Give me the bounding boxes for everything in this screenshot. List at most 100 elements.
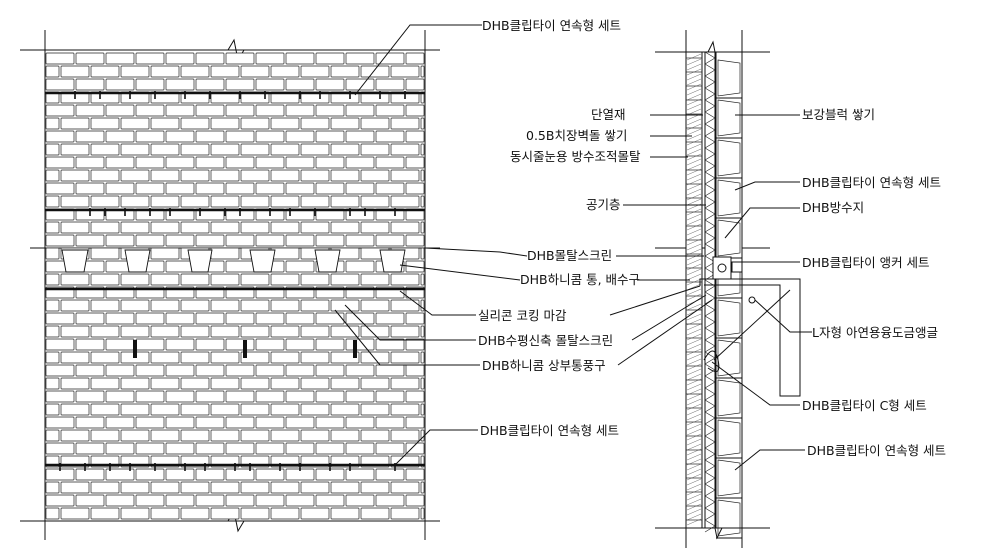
brick: [150, 325, 180, 338]
block-cell: [717, 499, 741, 537]
brick: [330, 481, 360, 494]
brick: [285, 234, 315, 247]
brick: [120, 169, 150, 182]
brick-hatch-line: [686, 323, 702, 331]
brick: [45, 312, 75, 325]
brick: [75, 364, 105, 377]
brick: [60, 507, 90, 520]
brick: [135, 364, 165, 377]
brick-hatch-line: [686, 383, 702, 391]
brick: [360, 143, 390, 156]
brick: [45, 273, 60, 286]
brick: [375, 468, 405, 481]
brick: [345, 390, 375, 403]
brick: [45, 195, 60, 208]
brick-hatch-line: [686, 88, 702, 96]
brick: [75, 494, 105, 507]
brick: [180, 403, 210, 416]
tie-ticks: [59, 91, 406, 471]
brick: [300, 195, 330, 208]
brick: [420, 325, 425, 338]
label-angle: L자형 아연용융도금앵글: [812, 325, 938, 340]
brick: [390, 429, 420, 442]
brick: [300, 169, 330, 182]
brick: [285, 416, 315, 429]
brick: [405, 468, 425, 481]
brick: [135, 104, 165, 117]
brick: [240, 403, 270, 416]
brick: [420, 299, 425, 312]
brick-hatch-line: [686, 403, 702, 411]
brick: [135, 390, 165, 403]
brick: [90, 377, 120, 390]
brick: [330, 221, 360, 234]
weep-vents: [61, 249, 406, 273]
brick: [180, 481, 210, 494]
brick: [345, 182, 375, 195]
brick-hatch-line: [686, 158, 702, 166]
brick: [120, 299, 150, 312]
brick: [240, 429, 270, 442]
brick: [75, 416, 105, 429]
brick: [165, 468, 195, 481]
brick: [135, 494, 165, 507]
label-honeycomb-vent: DHB하니콤 상부통풍구: [482, 358, 606, 373]
brick: [90, 325, 120, 338]
weep-vent: [379, 249, 406, 273]
brick: [240, 377, 270, 390]
brick-hatch-line: [686, 518, 702, 526]
brick: [90, 195, 120, 208]
brick-hatch-line: [686, 223, 702, 231]
brick: [375, 338, 405, 351]
brick-hatch-line: [686, 68, 702, 76]
brick: [315, 130, 345, 143]
brick: [105, 52, 135, 65]
brick: [375, 156, 405, 169]
brick-hatch-line: [686, 273, 702, 281]
brick: [195, 234, 225, 247]
brick: [45, 117, 60, 130]
brick: [360, 169, 390, 182]
brick-hatch-line: [686, 258, 702, 266]
brick: [150, 377, 180, 390]
brick: [360, 507, 390, 520]
brick: [210, 429, 240, 442]
brick: [390, 117, 420, 130]
brick: [255, 130, 285, 143]
brick: [405, 390, 425, 403]
brick: [375, 78, 405, 91]
brick: [270, 143, 300, 156]
brick: [90, 221, 120, 234]
brick: [45, 351, 60, 364]
brick: [150, 195, 180, 208]
label-block: 보강블럭 쌓기: [802, 107, 875, 122]
brick: [75, 156, 105, 169]
brick: [375, 416, 405, 429]
brick: [240, 143, 270, 156]
brick: [420, 273, 425, 286]
brick-hatch-line: [686, 498, 702, 506]
brick-hatch-line: [686, 243, 702, 251]
brick: [300, 117, 330, 130]
label-left-top: DHB클립타이 연속형 세트: [482, 18, 621, 33]
brick: [255, 312, 285, 325]
label-c-type: DHB클립타이 C형 세트: [802, 398, 927, 413]
brick: [150, 273, 180, 286]
brick-wall-elevation: [20, 30, 440, 540]
brick: [285, 78, 315, 91]
brick: [75, 390, 105, 403]
brick-hatch: [686, 53, 702, 526]
block-cell: [717, 419, 741, 457]
brick-hatch-line: [686, 278, 702, 286]
brick: [210, 377, 240, 390]
brick: [180, 429, 210, 442]
brick: [360, 273, 390, 286]
brick: [255, 416, 285, 429]
brick-courses: [45, 52, 425, 520]
brick-hatch-line: [686, 353, 702, 361]
brick: [90, 273, 120, 286]
brick: [345, 234, 375, 247]
brick-hatch-line: [686, 393, 702, 401]
brick: [60, 143, 90, 156]
brick: [60, 117, 90, 130]
